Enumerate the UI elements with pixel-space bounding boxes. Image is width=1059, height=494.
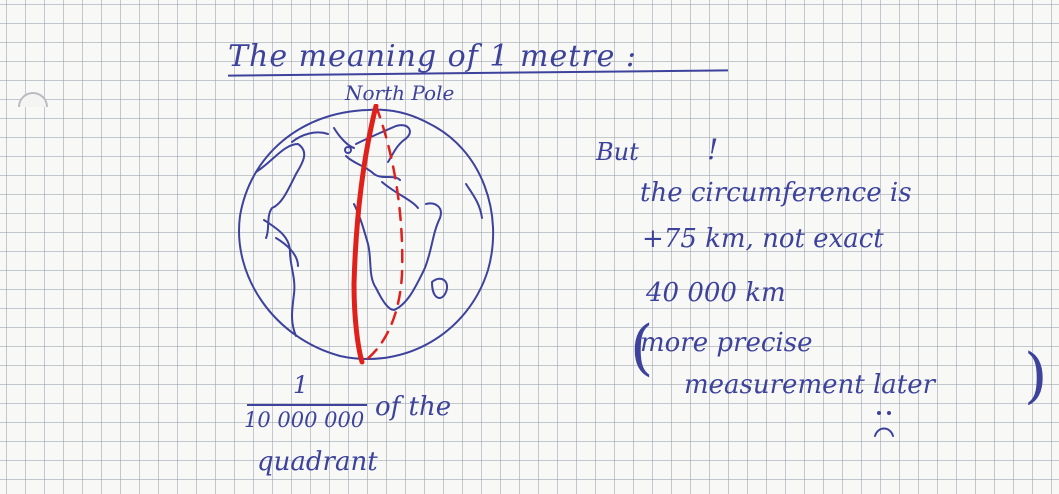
globe-sketch-icon (238, 104, 495, 365)
deviation-line: +75 km, not exact (642, 224, 884, 254)
fraction-denominator: 10 000 000 (244, 408, 365, 432)
measurement-line: measurement later (684, 370, 936, 400)
frowning-face-icon (874, 411, 894, 437)
quadrant-text: quadrant (257, 447, 378, 477)
punch-hole (18, 92, 48, 107)
open-parenthesis: ( (630, 313, 654, 383)
circumference-line: the circumference is (640, 178, 912, 208)
fraction-numerator: 1 (293, 371, 309, 399)
precise-line: more precise (640, 328, 813, 358)
north-pole-label: North Pole (345, 81, 455, 105)
note-title: The meaning of 1 metre : (228, 39, 638, 74)
of-the-text: of the (375, 392, 452, 422)
length-line: 40 000 km (646, 278, 786, 308)
fraction-bar (247, 404, 367, 406)
exclamation-mark: ! (707, 133, 719, 166)
but-text: But (596, 138, 639, 166)
close-parenthesis: ) (1024, 341, 1048, 411)
